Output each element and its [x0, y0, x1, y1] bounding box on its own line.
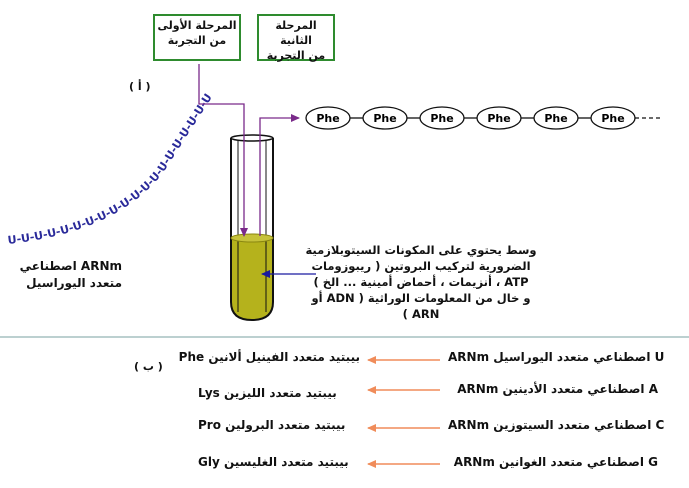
stage-two-line2: من التجربة: [266, 49, 326, 62]
stage-two-line1: المرحلة الثانية: [275, 19, 317, 47]
part-b-label: ( ب ): [134, 360, 163, 373]
poly-u-strand: U-U-U-U-U-U-U-U-U-U-U-U-U-U-U-U-U-U-U-U: [7, 91, 215, 247]
stage-one-line2: من التجربة: [167, 34, 227, 47]
peptide-lys: بيبتيد متعدد الليزين Lys: [198, 386, 337, 400]
amino-acid-label: Phe: [601, 112, 624, 125]
arn-g: ARNm اصطناعي متعدد الغوانين G: [453, 455, 658, 469]
synthesis-arrows: [198, 64, 300, 237]
stage-one-box: المرحلة الأولى من التجربة: [153, 14, 241, 61]
peptide-phe: بيبتيد متعدد الفينيل ألانين Phe: [178, 350, 360, 364]
medium-description: وسط يحتوي على المكونات السيتوبلازمية الض…: [298, 242, 544, 322]
test-tube: [230, 134, 274, 322]
medium-line2: الضرورية لتركيب البروتين ( ريبوزومات: [311, 259, 531, 273]
peptide-gly: بيبتيد متعدد الغليسين Gly: [198, 455, 349, 469]
arn-u: ARNm اصطناعي متعدد اليوراسيل U: [448, 350, 665, 364]
phe-chain: Phe Phe Phe Phe Phe Phe: [305, 106, 662, 130]
stage-one-line1: المرحلة الأولى: [157, 19, 237, 32]
medium-line3: ATP ، أنزيمات ، أحماض أمينية ... الخ ): [313, 275, 529, 289]
peptide-pro: بيبتيد متعدد البرولين Pro: [198, 418, 346, 432]
amino-acid-label: Phe: [544, 112, 567, 125]
amino-acid-label: Phe: [430, 112, 453, 125]
medium-line1: وسط يحتوي على المكونات السيتوبلازمية: [305, 243, 537, 257]
amino-acid-label: Phe: [373, 112, 396, 125]
arn-a: ARNm اصطناعي متعدد الأدينين A: [457, 382, 658, 396]
stage-two-box: المرحلة الثانية من التجربة: [257, 14, 335, 62]
result-arrows: [367, 356, 440, 468]
arn-label-line1: ARNm اصطناعي: [19, 259, 122, 273]
medium-line4: و خال من المعلومات الوراثية ( ADN أو ARN…: [311, 291, 531, 321]
amino-acid-label: Phe: [316, 112, 339, 125]
part-a-label: ( أ ): [129, 80, 151, 93]
amino-acid-label: Phe: [487, 112, 510, 125]
arn-c: ARNm اصطناعي متعدد السيتوزين C: [448, 418, 665, 432]
arn-label-line2: متعدد اليوراسيل: [26, 276, 122, 290]
arn-label: ARNm اصطناعي متعدد اليوراسيل: [4, 258, 122, 292]
